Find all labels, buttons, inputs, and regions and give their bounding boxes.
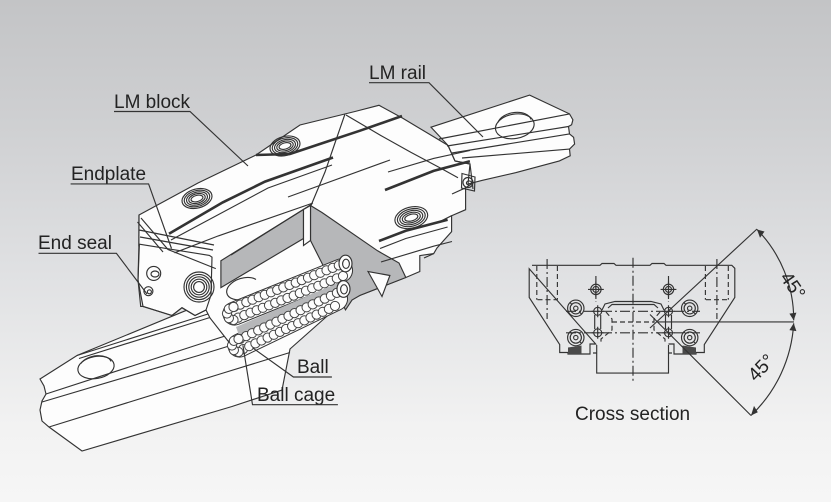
- svg-text:45°: 45°: [775, 268, 809, 304]
- svg-text:LM block: LM block: [114, 92, 191, 113]
- svg-text:Cross section: Cross section: [575, 404, 690, 425]
- svg-text:LM rail: LM rail: [369, 63, 426, 84]
- svg-text:45°: 45°: [744, 351, 779, 386]
- svg-text:Endplate: Endplate: [71, 164, 146, 185]
- svg-text:End seal: End seal: [38, 233, 112, 254]
- svg-text:Ball: Ball: [297, 357, 329, 378]
- svg-text:Ball cage: Ball cage: [257, 385, 335, 406]
